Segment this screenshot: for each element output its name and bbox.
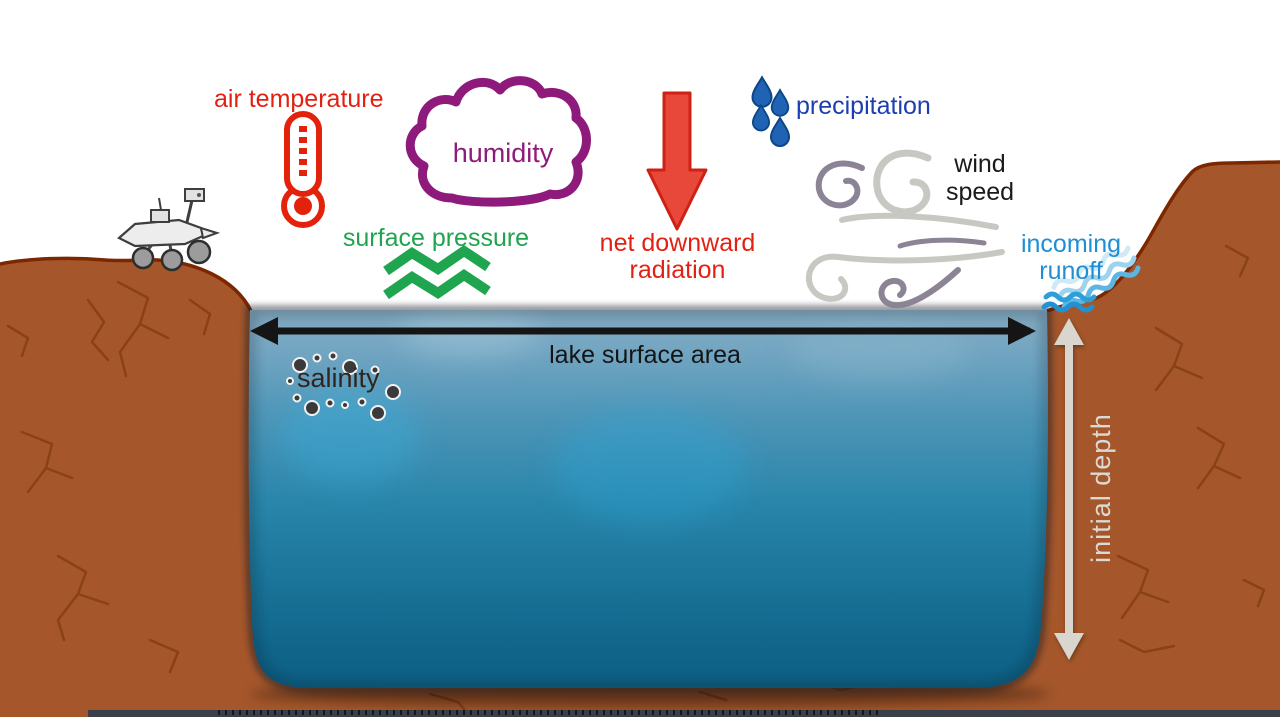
net-downward-radiation-label: net downward radiation — [595, 230, 760, 284]
raindrops-icon — [751, 76, 790, 147]
initial-depth-arrow — [1054, 318, 1084, 660]
incoming-runoff-line2: runoff — [1039, 257, 1103, 285]
lake — [243, 305, 1053, 706]
thermometer-icon — [281, 111, 325, 228]
mars-rover-icon — [117, 188, 221, 272]
wind-speed-line2: speed — [945, 178, 1015, 206]
incoming-runoff-label: incoming runoff — [1005, 231, 1137, 285]
lake-surface-area-label: lake surface area — [549, 341, 741, 369]
bottom-credit-strip — [88, 710, 1280, 717]
incoming-runoff-line1: incoming — [1020, 230, 1122, 258]
credit-strip-marks — [218, 710, 878, 715]
salinity-label: salinity — [297, 363, 380, 393]
cloud-icon — [405, 76, 591, 207]
net-downward-radiation-line1: net downward — [599, 229, 756, 257]
wind-swirls-icon — [805, 149, 1005, 309]
surface-pressure-label: surface pressure — [342, 224, 530, 252]
initial-depth-label: initial depth — [1086, 413, 1116, 563]
net-downward-radiation-line2: radiation — [629, 256, 726, 284]
wind-speed-line1: wind — [954, 150, 1006, 178]
air-temperature-label: air temperature — [214, 85, 384, 113]
down-arrow-icon — [646, 91, 708, 231]
humidity-label: humidity — [452, 138, 554, 168]
wind-speed-label: wind speed — [915, 150, 1045, 206]
salinity-dots-icon — [286, 351, 401, 421]
lake-surface-area-arrow — [250, 317, 1036, 345]
pressure-waves-icon — [383, 244, 491, 300]
precipitation-label: precipitation — [796, 92, 931, 120]
